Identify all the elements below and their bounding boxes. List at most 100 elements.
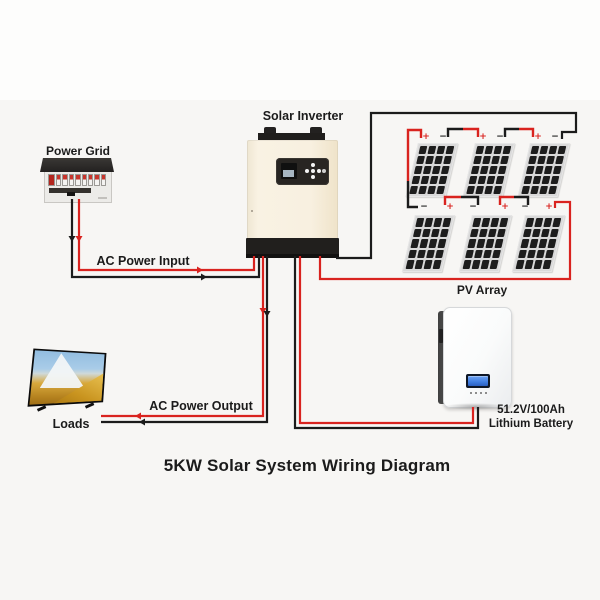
pv-terminal-plus: +: [479, 132, 487, 142]
pv-cell: [529, 239, 539, 248]
pv-cell: [481, 155, 492, 165]
pv-cell: [473, 155, 483, 165]
pv-cell: [429, 175, 439, 185]
power-grid-box: [44, 172, 112, 203]
breaker-row: [48, 174, 107, 186]
pv-cell: [494, 239, 504, 248]
pv-cell: [482, 249, 493, 259]
pv-cell: [495, 175, 505, 185]
battery-button: [480, 392, 482, 394]
pv-cell: [430, 228, 440, 238]
pv-cells: [466, 146, 512, 194]
pv-cell: [476, 239, 486, 248]
pv-terminal-plus: +: [422, 132, 430, 142]
pv-cell: [550, 175, 560, 185]
breaker: [62, 174, 68, 186]
pv-cell: [531, 228, 542, 238]
pv-cell: [535, 249, 546, 259]
pv-terminal-plus: +: [534, 132, 542, 142]
pv-terminal-plus: +: [446, 202, 454, 212]
pv-cell: [405, 260, 415, 269]
pv-cell: [490, 155, 501, 165]
pv-cell: [530, 185, 540, 194]
pv-cell: [481, 218, 491, 227]
pv-cell: [484, 146, 494, 155]
pv-cell: [422, 165, 432, 175]
pv-cell: [415, 218, 425, 227]
pv-cell: [433, 218, 443, 227]
pv-cell: [497, 165, 507, 175]
inverter-lcd-screen: [283, 170, 294, 177]
battery-name: Lithium Battery: [488, 417, 574, 430]
battery-button: [485, 392, 487, 394]
pv-terminal-minus: −: [420, 202, 428, 212]
dpad-up-button: [310, 163, 315, 167]
pv-cell: [473, 249, 484, 259]
breaker: [56, 174, 62, 186]
pv-cell: [557, 146, 567, 155]
pv-cell: [469, 228, 480, 238]
breaker: [68, 174, 75, 186]
pv-cell: [485, 239, 495, 248]
dpad-center-button: [310, 169, 315, 173]
diagram-title: 5KW Solar System Wiring Diagram: [163, 456, 451, 475]
tv-screen: [29, 350, 105, 405]
battery-body: [443, 307, 512, 408]
pv-cell: [416, 155, 426, 165]
pv-cell: [541, 175, 551, 185]
pv-cell: [470, 165, 481, 175]
pv-cells: [409, 146, 455, 194]
main-breaker: [48, 174, 56, 186]
grid-logo-mark: [98, 197, 107, 199]
pv-cell: [515, 260, 525, 269]
pv-cell: [435, 185, 446, 194]
pv-cell: [534, 218, 544, 227]
pv-terminal-plus: +: [501, 202, 509, 212]
pv-cell: [496, 228, 506, 238]
mount-tab-left: [264, 127, 276, 133]
pv-cell: [442, 155, 453, 165]
breaker: [75, 174, 81, 186]
pv-cell: [539, 185, 549, 194]
mount-tab-right: [310, 127, 322, 133]
battery-label: 51.2V/100Ah Lithium Battery: [489, 404, 573, 431]
pv-cell: [525, 165, 536, 175]
pv-cell: [549, 228, 559, 238]
pv-cell: [431, 165, 441, 175]
breaker: [81, 174, 87, 186]
battery-display-screen: [468, 376, 488, 386]
pv-cell: [487, 228, 497, 238]
pv-cell: [467, 239, 477, 248]
pv-cell: [421, 228, 432, 238]
pv-cell: [492, 185, 503, 194]
pv-cell: [445, 146, 455, 155]
power-grid-label: Power Grid: [45, 144, 111, 158]
pv-cell: [432, 260, 442, 269]
tv-mountain-image: [39, 353, 85, 388]
pv-cell: [539, 146, 549, 155]
pv-cell: [428, 239, 438, 248]
pv-cell: [543, 165, 553, 175]
pv-cell: [418, 146, 428, 155]
pv-cell: [425, 249, 436, 259]
pv-cell: [540, 228, 550, 238]
pv-cell: [524, 260, 534, 269]
pv-cell: [412, 228, 423, 238]
pv-cell: [498, 218, 509, 227]
inverter-control-panel: [276, 158, 329, 185]
pv-cell: [475, 146, 485, 155]
pv-cell: [478, 228, 489, 238]
pv-cell: [424, 218, 434, 227]
mount-bracket: [258, 133, 325, 140]
pv-cell: [545, 155, 556, 165]
pv-cell: [554, 155, 565, 165]
inverter-lcd: [281, 163, 297, 179]
battery-button: [475, 392, 477, 394]
pv-cell: [486, 175, 496, 185]
pv-cell: [418, 185, 428, 194]
pv-cell: [547, 185, 558, 194]
tv-bezel: [27, 348, 107, 407]
breaker: [87, 174, 94, 186]
pv-cell: [440, 165, 450, 175]
